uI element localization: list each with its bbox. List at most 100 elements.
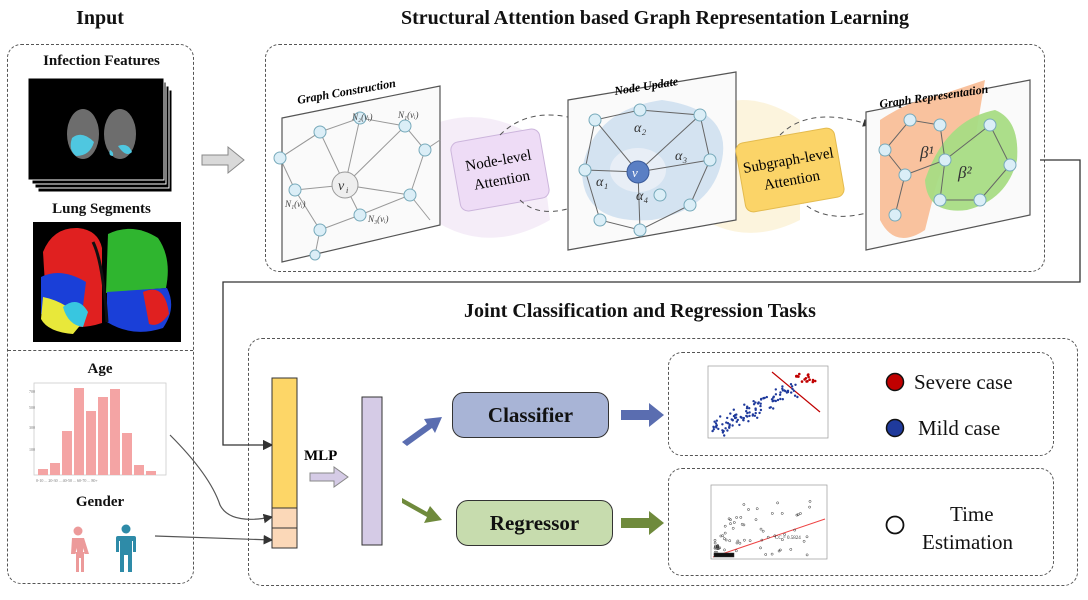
age-to-feature-line [169, 434, 274, 524]
input-to-graph-arrow [201, 145, 245, 175]
svg-text:0-10 ... 20-30 ... 40-50 ... 6: 0-10 ... 20-30 ... 40-50 ... 60-70 ... 8… [36, 478, 98, 483]
regression-point [724, 538, 728, 542]
regression-point [748, 539, 752, 543]
mild-point [731, 418, 734, 422]
classification-scatter-plot [707, 365, 829, 439]
mild-point [756, 402, 760, 405]
mild-point [756, 416, 759, 419]
mild-point [738, 423, 741, 427]
regressor-in-arrow [402, 498, 442, 523]
mild-point [781, 385, 784, 388]
mild-point [789, 383, 793, 386]
mild-point [754, 407, 757, 410]
mild-point [772, 399, 775, 402]
mild-point [714, 422, 718, 425]
svg-text:700: 700 [29, 389, 35, 394]
node-level-attention-box [450, 128, 550, 212]
mild-point [732, 414, 736, 418]
regression-point [723, 524, 727, 528]
mild-point [711, 429, 714, 433]
regression-point [754, 518, 758, 521]
structural-title: Structural Attention based Graph Represe… [401, 7, 909, 29]
mild-point [759, 404, 762, 408]
infection-features-label: Infection Features [43, 53, 160, 69]
mild-point [781, 398, 784, 401]
mild-point [752, 403, 756, 406]
mild-point [748, 411, 751, 414]
mild-point [796, 395, 799, 399]
regression-point [793, 528, 797, 532]
classifier-output-panel [668, 352, 1054, 456]
regression-point [723, 531, 727, 535]
lung-segments-label: Lung Segments [52, 201, 151, 217]
severe-point [805, 380, 808, 383]
regression-point [760, 538, 764, 542]
mild-point [745, 407, 749, 410]
severe-point [800, 380, 804, 383]
regression-point [764, 553, 768, 556]
input-title: Input [76, 7, 124, 29]
regression-point [742, 523, 746, 527]
mild-point [743, 403, 746, 406]
regression-point [738, 541, 742, 545]
regression-point [731, 526, 735, 530]
severe-legend-dot [885, 372, 905, 392]
mlp-label: MLP [304, 448, 337, 464]
graph-to-feature-line [222, 159, 1081, 451]
feature-vector-age [271, 507, 298, 529]
severe-legend-label: Severe case [914, 370, 1013, 394]
mild-point [784, 389, 787, 393]
regression-point [766, 535, 770, 539]
mild-point [740, 416, 743, 419]
regression-point [739, 516, 743, 519]
regression-point [719, 534, 723, 538]
regressor-button: Regressor [456, 500, 613, 546]
cc-label: CC = 0.5824 [775, 536, 801, 541]
regressor-output-panel [668, 468, 1054, 576]
regression-point [776, 501, 779, 505]
regression-point [759, 546, 762, 550]
regression-point [743, 538, 746, 542]
regression-point [795, 513, 799, 517]
mild-legend-label: Mild case [918, 416, 1001, 440]
regression-point [742, 503, 746, 506]
regression-point [728, 539, 732, 543]
regression-point [747, 508, 750, 511]
regression-point [723, 548, 726, 552]
mild-point [769, 406, 772, 409]
mild-point [774, 388, 777, 391]
female-icon [71, 526, 89, 572]
mild-point [770, 398, 774, 401]
mlp-output-vector [361, 396, 383, 546]
mild-point [728, 424, 731, 427]
lung-segments-image [33, 222, 181, 342]
mild-point [746, 415, 749, 418]
regression-point [783, 533, 786, 536]
gender-label: Gender [75, 494, 125, 510]
mild-point [793, 394, 797, 397]
mild-point [722, 429, 725, 433]
mild-point [742, 416, 745, 420]
joint-title: Joint Classification and Regression Task… [464, 300, 816, 322]
regression-point [781, 538, 784, 542]
regressor-out-arrow [621, 511, 664, 535]
mild-point [772, 396, 775, 399]
regression-point [778, 548, 782, 552]
mild-point [723, 434, 726, 437]
svg-text:N₁(vᵢ): N₁(vᵢ) [397, 110, 419, 120]
regression-point [735, 541, 739, 545]
mild-point [721, 423, 724, 426]
mild-point [762, 397, 765, 400]
mild-point [717, 427, 720, 431]
svg-text:v: v [632, 165, 638, 180]
classifier-out-arrow [621, 403, 664, 427]
regression-dense-cluster [713, 552, 735, 558]
severe-point [804, 377, 808, 380]
severe-point [811, 378, 815, 382]
svg-text:N₁(vᵢ): N₁(vᵢ) [284, 199, 306, 209]
structural-panel [265, 44, 1045, 272]
mild-point [745, 410, 748, 413]
regression-point [729, 518, 732, 522]
regression-point [761, 529, 765, 533]
